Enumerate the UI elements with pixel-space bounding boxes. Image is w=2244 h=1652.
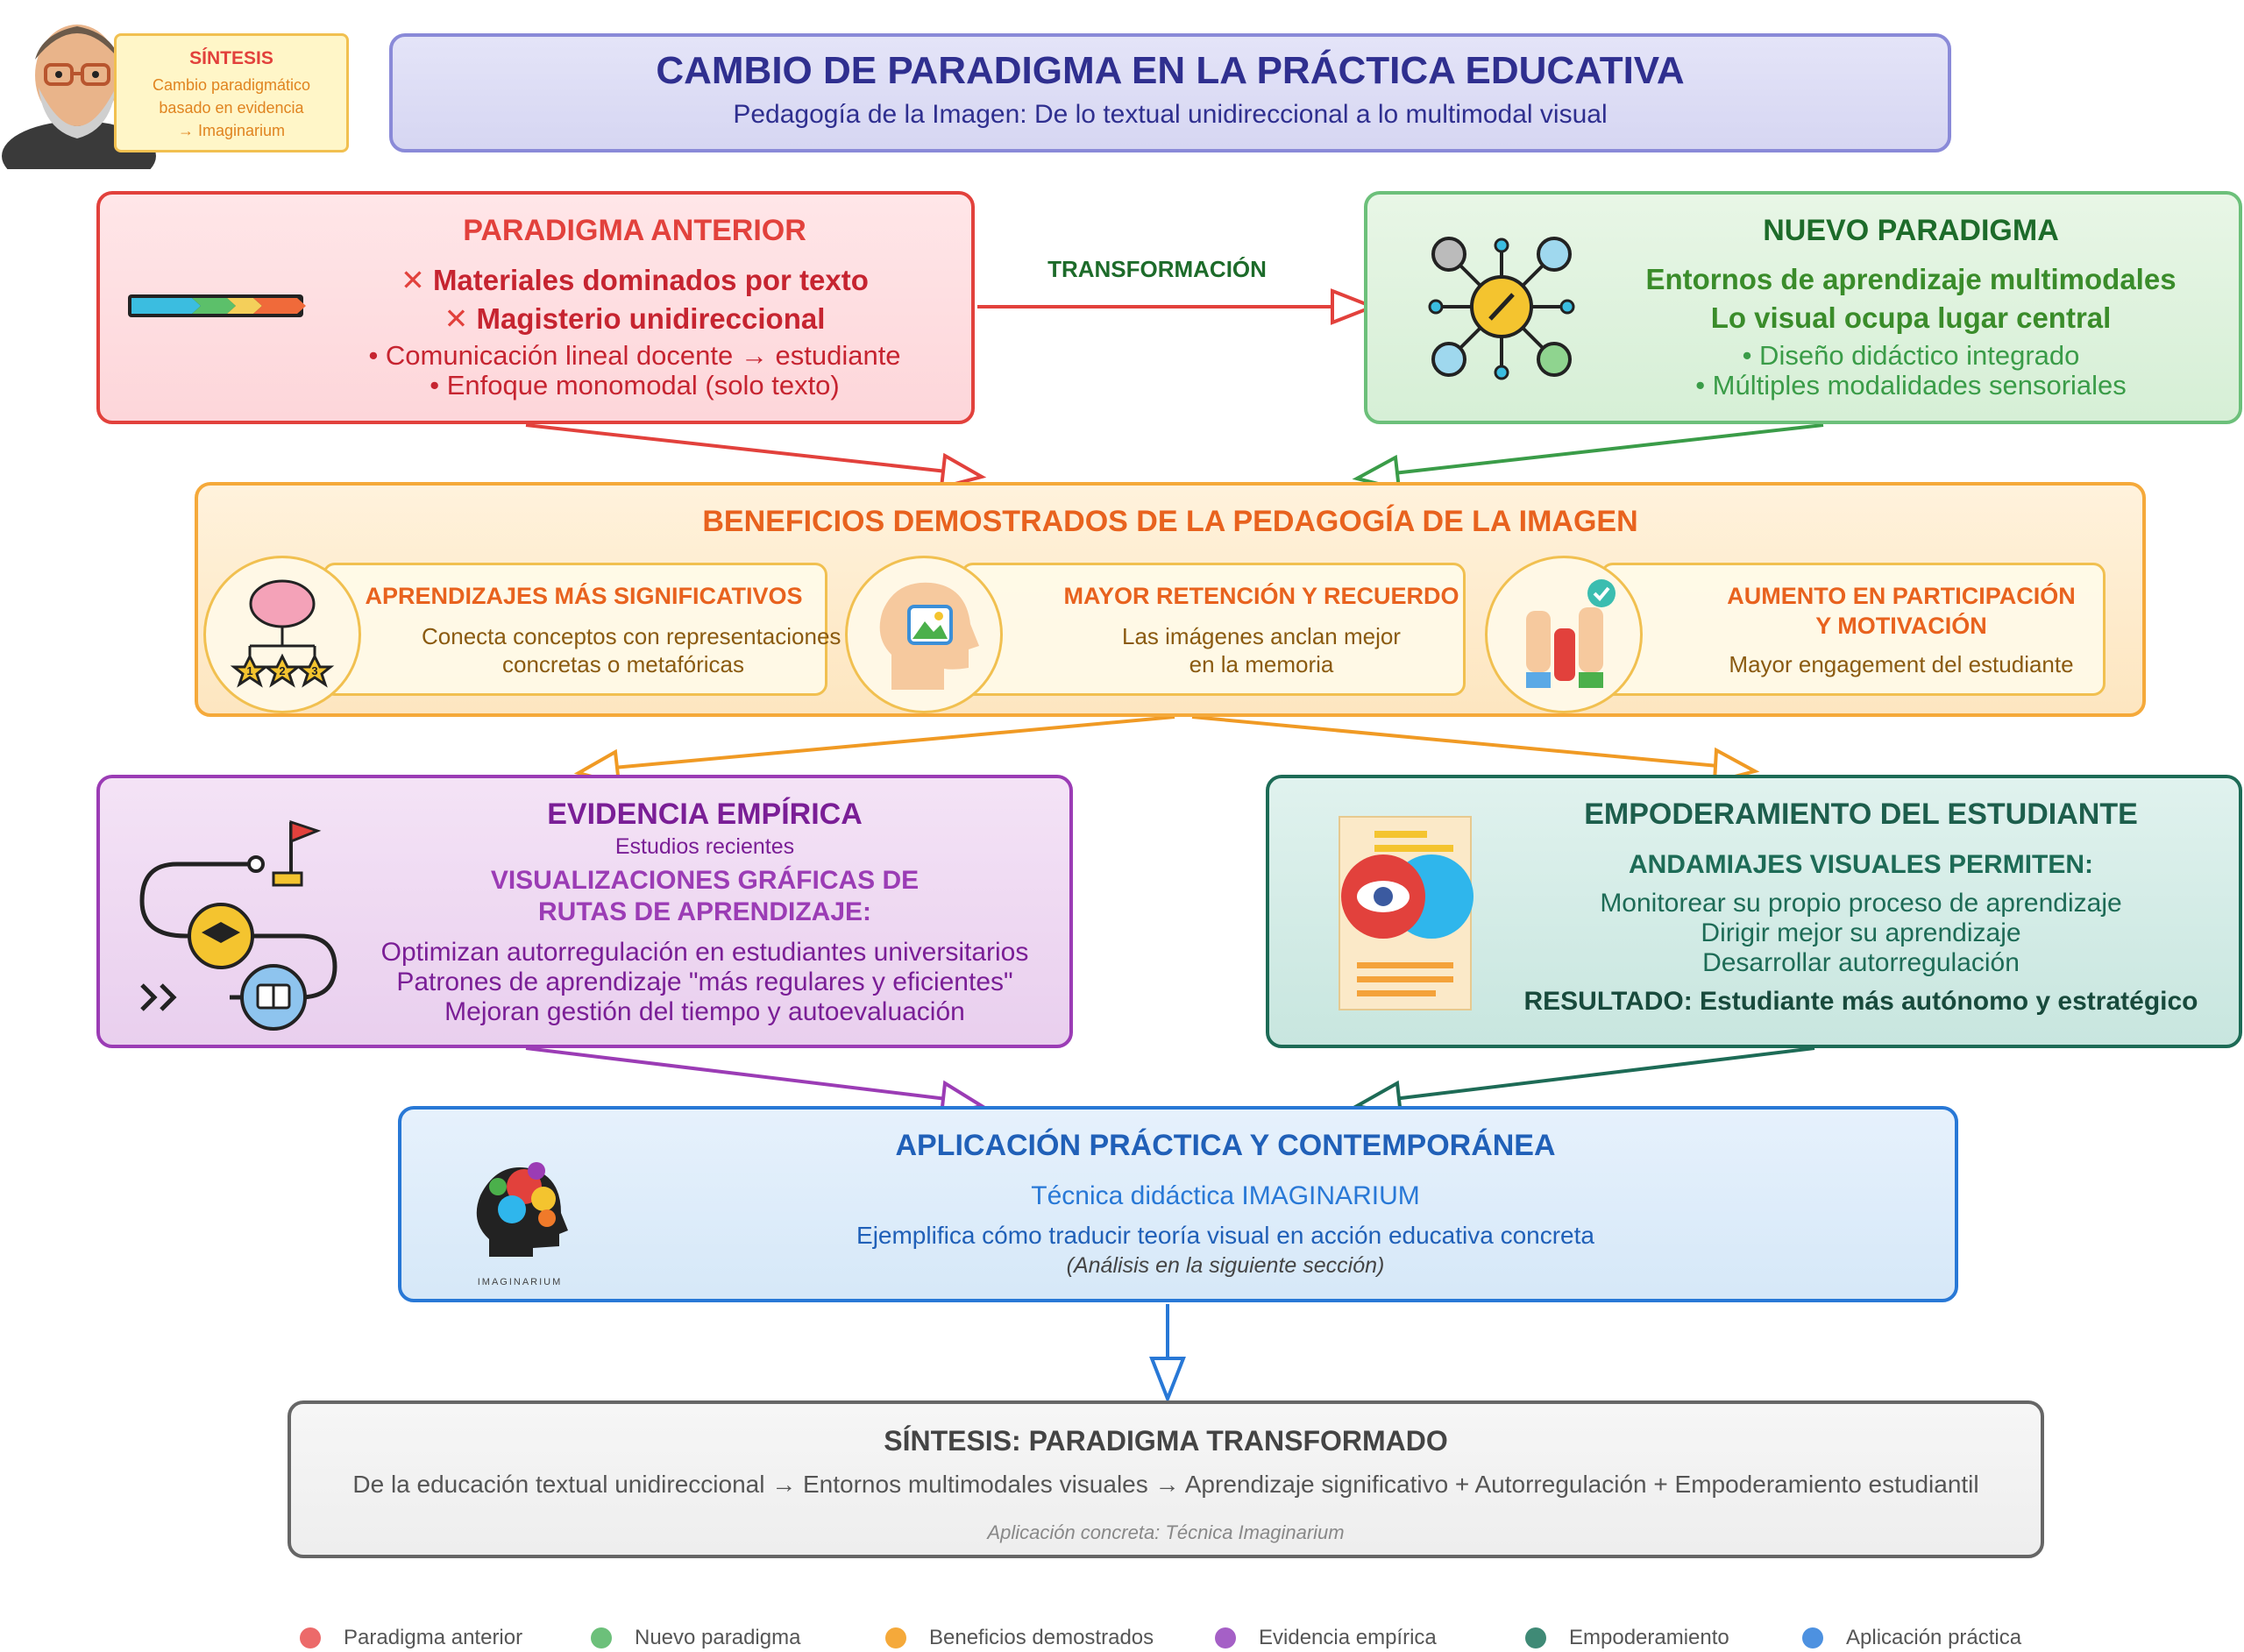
new-bullet: • Múltiples modalidades sensoriales (1695, 370, 2127, 401)
eye-document-icon (1339, 816, 1474, 1010)
network-hub-icon (1428, 237, 1575, 380)
benefit-line: Las imágenes anclan mejor (1122, 623, 1401, 649)
empowerment-line: Monitorear su propio proceso de aprendiz… (1600, 889, 2122, 918)
synthesis-line: De la educación textual unidireccional →… (352, 1471, 1979, 1498)
empowerment-line: Dirigir mejor su aprendizaje (1701, 918, 2021, 947)
legend-item: Empoderamiento (1525, 1626, 1729, 1650)
evidence-box: EVIDENCIA EMPÍRICA Estudios recientes VI… (96, 775, 1073, 1048)
old-item: ✕ Magisterio unidireccional (444, 302, 826, 335)
old-item: ✕ Materiales dominados por texto (401, 264, 869, 296)
badge-line: Cambio paradigmático (152, 76, 311, 94)
benefit-card-participation: AUMENTO EN PARTICIPACIÓN Y MOTIVACIÓN Ma… (1601, 563, 2106, 696)
benefit-line: concretas o metafóricas (501, 651, 744, 677)
benefits-box: BENEFICIOS DEMOSTRADOS DE LA PEDAGOGÍA D… (195, 482, 2146, 717)
head-image-icon (845, 556, 1003, 713)
evidence-line: Optimizan autorregulación en estudiantes… (380, 938, 1029, 967)
empowerment-box: EMPODERAMIENTO DEL ESTUDIANTE ANDAMIAJES… (1266, 775, 2242, 1048)
benefits-title: BENEFICIOS DEMOSTRADOS DE LA PEDAGOGÍA D… (702, 505, 1638, 538)
old-bullet: • Comunicación lineal docente → estudian… (368, 340, 901, 371)
old-paradigm-box: PARADIGMA ANTERIOR ✕ Materiales dominado… (96, 191, 975, 424)
benefit-card-retention: MAYOR RETENCIÓN Y RECUERDO Las imágenes … (961, 563, 1466, 696)
empowerment-title: EMPODERAMIENTO DEL ESTUDIANTE (1584, 798, 2138, 831)
legend-item: Paradigma anterior (300, 1626, 522, 1650)
legend-dot (1215, 1627, 1236, 1648)
new-bullet: • Diseño didáctico integrado (1742, 340, 2080, 371)
benefit-line: Mayor engagement del estudiante (1729, 651, 2074, 677)
imaginarium-logo-icon: IMAGINARIUM (476, 1162, 568, 1287)
page-title: CAMBIO DE PARADIGMA EN LA PRÁCTICA EDUCA… (656, 49, 1685, 92)
legend-dot (1802, 1627, 1823, 1648)
header-box: CAMBIO DE PARADIGMA EN LA PRÁCTICA EDUCA… (389, 33, 1951, 152)
evidence-title: EVIDENCIA EMPÍRICA (547, 798, 863, 831)
progress-bar-icon (128, 294, 306, 317)
benefit-title: MAYOR RETENCIÓN Y RECUERDO (1063, 583, 1459, 609)
transformation-label: TRANSFORMACIÓN (1047, 256, 1267, 282)
cross-icon: ✕ (444, 302, 469, 335)
legend-item: Evidencia empírica (1215, 1626, 1437, 1650)
legend-item: Beneficios demostrados (885, 1626, 1154, 1650)
legend-item: Aplicación práctica (1802, 1626, 2021, 1650)
evidence-heading: VISUALIZACIONES GRÁFICAS DE (490, 866, 920, 895)
application-box: IMAGINARIUM APLICACIÓN PRÁCTICA Y CONTEM… (398, 1106, 1958, 1302)
badge-title: SÍNTESIS (189, 48, 273, 68)
application-line: Ejemplifica cómo traducir teoría visual … (856, 1222, 1594, 1249)
legend-dot (885, 1627, 906, 1648)
star-label: 1 (246, 664, 252, 677)
synthesis-badge: SÍNTESIS Cambio paradigmático basado en … (114, 33, 349, 152)
evidence-subtitle: Estudios recientes (614, 834, 795, 859)
synthesis-box: SÍNTESIS: PARADIGMA TRANSFORMADO De la e… (288, 1400, 2044, 1558)
new-paradigm-title: NUEVO PARADIGMA (1763, 214, 2059, 247)
empowerment-line: Desarrollar autorregulación (1702, 948, 2020, 977)
badge-line: → Imaginarium (177, 122, 286, 139)
evidence-line: Mejoran gestión del tiempo y autoevaluac… (444, 997, 965, 1026)
application-title: APLICACIÓN PRÁCTICA Y CONTEMPORÁNEA (895, 1129, 1556, 1162)
raised-hands-icon (1485, 556, 1643, 713)
benefit-title: Y MOTIVACIÓN (1815, 613, 1987, 639)
legend-dot (1525, 1627, 1546, 1648)
benefit-title: APRENDIZAJES MÁS SIGNIFICATIVOS (365, 583, 803, 609)
benefit-line: Conecta conceptos con representaciones (422, 623, 842, 649)
synthesis-note: Aplicación concreta: Técnica Imaginarium (987, 1521, 1345, 1543)
star-label: 2 (279, 664, 285, 677)
new-paradigm-box: NUEVO PARADIGMA Entornos de aprendizaje … (1364, 191, 2242, 424)
logo-text: IMAGINARIUM (478, 1277, 563, 1287)
old-paradigm-title: PARADIGMA ANTERIOR (463, 214, 806, 247)
star-label: 3 (311, 664, 317, 677)
evidence-line: Patrones de aprendizaje "más regulares y… (396, 968, 1013, 996)
synthesis-title: SÍNTESIS: PARADIGMA TRANSFORMADO (884, 1425, 1448, 1457)
cross-icon: ✕ (401, 264, 425, 296)
new-item: Entornos de aprendizaje multimodales (1645, 263, 2177, 295)
evidence-heading: RUTAS DE APRENDIZAJE: (537, 897, 872, 926)
benefit-title: AUMENTO EN PARTICIPACIÓN (1727, 583, 2076, 609)
empowerment-result: RESULTADO: Estudiante más autónomo y est… (1523, 987, 2198, 1016)
legend-dot (300, 1627, 321, 1648)
application-line: Técnica didáctica IMAGINARIUM (1031, 1181, 1420, 1210)
new-item: Lo visual ocupa lugar central (1710, 301, 2112, 334)
badge-line: basado en evidencia (159, 99, 304, 117)
legend-dot (591, 1627, 612, 1648)
learning-route-icon (139, 819, 337, 1031)
old-bullet: • Enfoque monomodal (solo texto) (430, 370, 840, 401)
application-note: (Análisis en la siguiente sección) (1066, 1253, 1385, 1278)
legend-item: Nuevo paradigma (591, 1626, 800, 1650)
brain-ranking-icon: 1 2 3 (203, 556, 361, 713)
benefit-line: en la memoria (1189, 651, 1334, 677)
benefit-card-meaningful: APRENDIZAJES MÁS SIGNIFICATIVOS Conecta … (323, 563, 842, 696)
empowerment-heading: ANDAMIAJES VISUALES PERMITEN: (1628, 850, 2094, 879)
page-subtitle: Pedagogía de la Imagen: De lo textual un… (733, 100, 1608, 129)
